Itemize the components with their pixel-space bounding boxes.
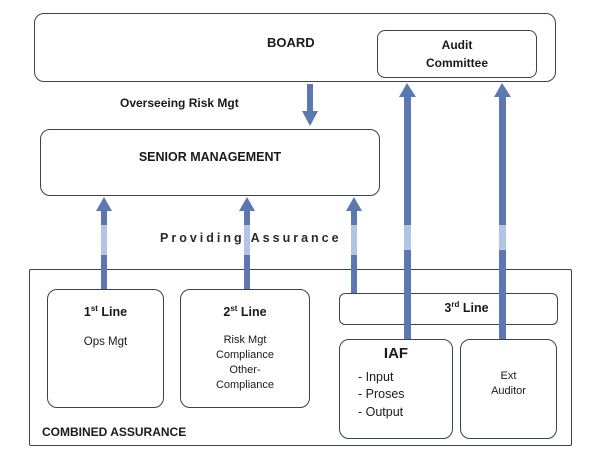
iaf-item: - Output <box>358 405 404 419</box>
ext-auditor-line2: Auditor <box>491 385 526 397</box>
board-label: BOARD <box>267 35 315 50</box>
iaf-item: - Proses <box>358 387 405 401</box>
second-line-sup: st <box>230 304 238 313</box>
audit-committee-line2: Committee <box>425 56 488 70</box>
third-line-num: 3 <box>444 301 452 315</box>
up-arrow-first-line <box>96 197 112 289</box>
up-arrow-second-line <box>239 197 255 289</box>
third-line-box <box>339 293 558 325</box>
first-line-title: 1st Line <box>47 304 164 320</box>
down-arrow-overseeing <box>302 84 318 126</box>
senior-management-label: SENIOR MANAGEMENT <box>138 150 282 164</box>
first-line-box <box>47 289 164 408</box>
overseeing-risk-label: Overseeing Risk Mgt <box>120 96 239 110</box>
ext-auditor-line1: Ext <box>500 370 517 382</box>
up-arrow-iaf-audit <box>399 83 416 339</box>
combined-assurance-label: COMBINED ASSURANCE <box>42 425 187 439</box>
second-line-box <box>180 289 310 408</box>
ext-auditor-box <box>460 339 557 439</box>
second-line-item: Risk Mgt <box>223 334 267 346</box>
first-line-sup: st <box>90 304 98 313</box>
iaf-title: IAF <box>383 345 409 362</box>
second-line-title: 2st Line <box>180 304 310 320</box>
second-line-word: Line <box>240 305 267 319</box>
iaf-box <box>339 339 453 439</box>
third-line-word: Line <box>462 301 489 315</box>
second-line-item: Compliance <box>215 349 275 361</box>
up-arrow-iaf-senior <box>346 197 362 293</box>
iaf-item: - Input <box>358 370 394 384</box>
audit-committee-box <box>377 30 537 78</box>
third-line-title: 3rd Line <box>375 300 558 316</box>
first-line-desc: Ops Mgt <box>83 336 128 348</box>
second-line-item: Compliance <box>215 379 275 391</box>
first-line-num: 1 <box>83 305 91 319</box>
up-arrow-ext-audit <box>494 83 511 339</box>
second-line-item: Other- <box>229 364 261 376</box>
second-line-num: 2 <box>223 305 231 319</box>
senior-management-box <box>40 129 380 196</box>
audit-committee-line1: Audit <box>441 38 473 52</box>
third-line-sup: rd <box>451 300 460 309</box>
first-line-word: Line <box>101 305 128 319</box>
